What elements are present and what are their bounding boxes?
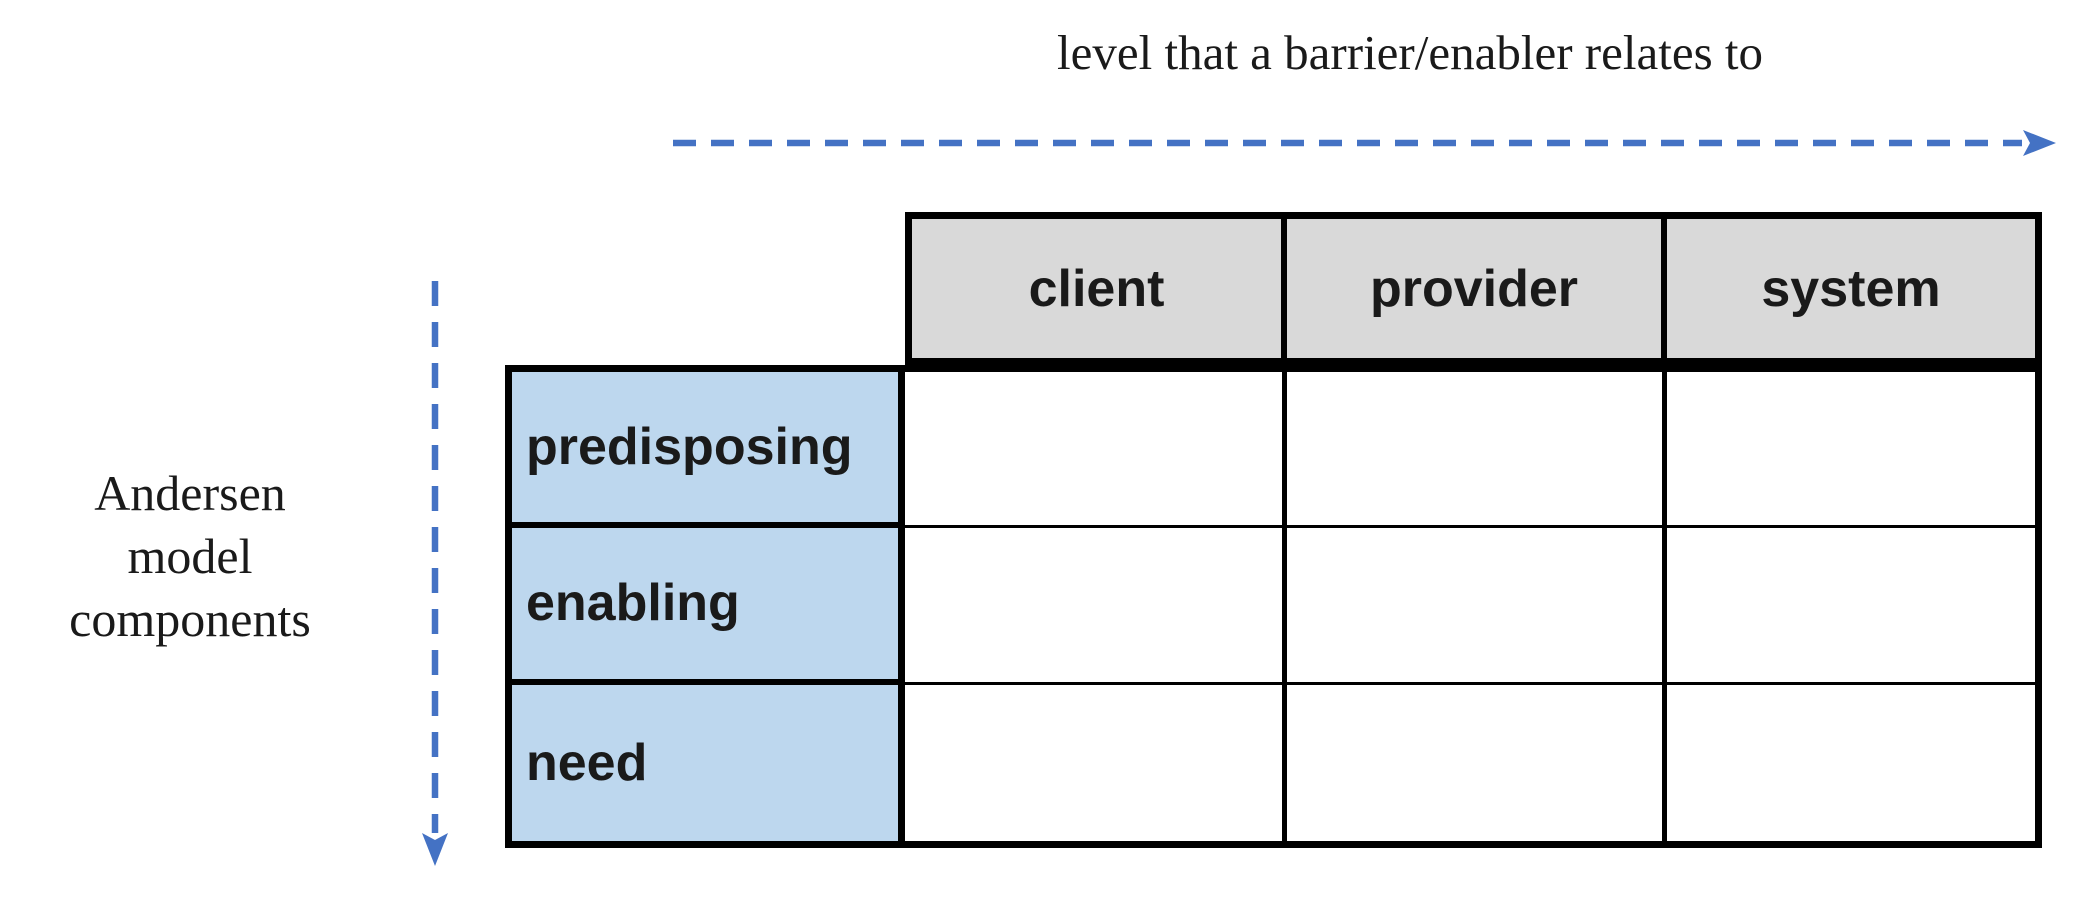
- vertical-dashed-arrow: [422, 281, 448, 866]
- column-header-label: system: [1761, 259, 1941, 318]
- matrix-cell-r1c3: [1667, 372, 2035, 529]
- row-header-cell-enabling: enabling: [512, 528, 905, 685]
- column-header-label: provider: [1369, 259, 1579, 318]
- column-header-label: client: [1028, 259, 1165, 318]
- left-axis-label-line: Andersen: [94, 465, 286, 521]
- row-header-label: need: [526, 733, 648, 792]
- row-header-cell-predisposing: predisposing: [512, 372, 905, 529]
- row-header-label: enabling: [526, 574, 740, 633]
- column-header-cell-provider: provider: [1287, 219, 1667, 358]
- left-axis-label: Andersen model components: [10, 462, 370, 651]
- left-axis-label-line: model: [127, 528, 253, 584]
- row-header-cell-need: need: [512, 684, 905, 841]
- column-header-cell-system: system: [1667, 219, 2035, 358]
- row-header-label: predisposing: [526, 418, 853, 477]
- arrowhead-right-icon: [2023, 130, 2056, 156]
- horizontal-dashed-arrow: [673, 130, 2056, 156]
- matrix-cell-r2c2: [1287, 528, 1667, 685]
- column-header-cell-client: client: [912, 219, 1287, 358]
- matrix-cell-r1c2: [1287, 372, 1667, 529]
- left-axis-label-line: components: [69, 591, 311, 647]
- matrix-column-header-row: client provider system: [905, 212, 2042, 365]
- matrix-cell-r2c1: [905, 528, 1287, 685]
- matrix-cell-r3c2: [1287, 684, 1667, 841]
- matrix-cell-r3c1: [905, 684, 1287, 841]
- arrowhead-down-icon: [422, 833, 448, 866]
- top-axis-label: level that a barrier/enabler relates to: [1056, 25, 1764, 80]
- matrix-cell-r2c3: [1667, 528, 2035, 685]
- matrix-cell-r1c1: [905, 372, 1287, 529]
- matrix-cell-r3c3: [1667, 684, 2035, 841]
- matrix-body: predisposing enabling need: [505, 365, 2042, 848]
